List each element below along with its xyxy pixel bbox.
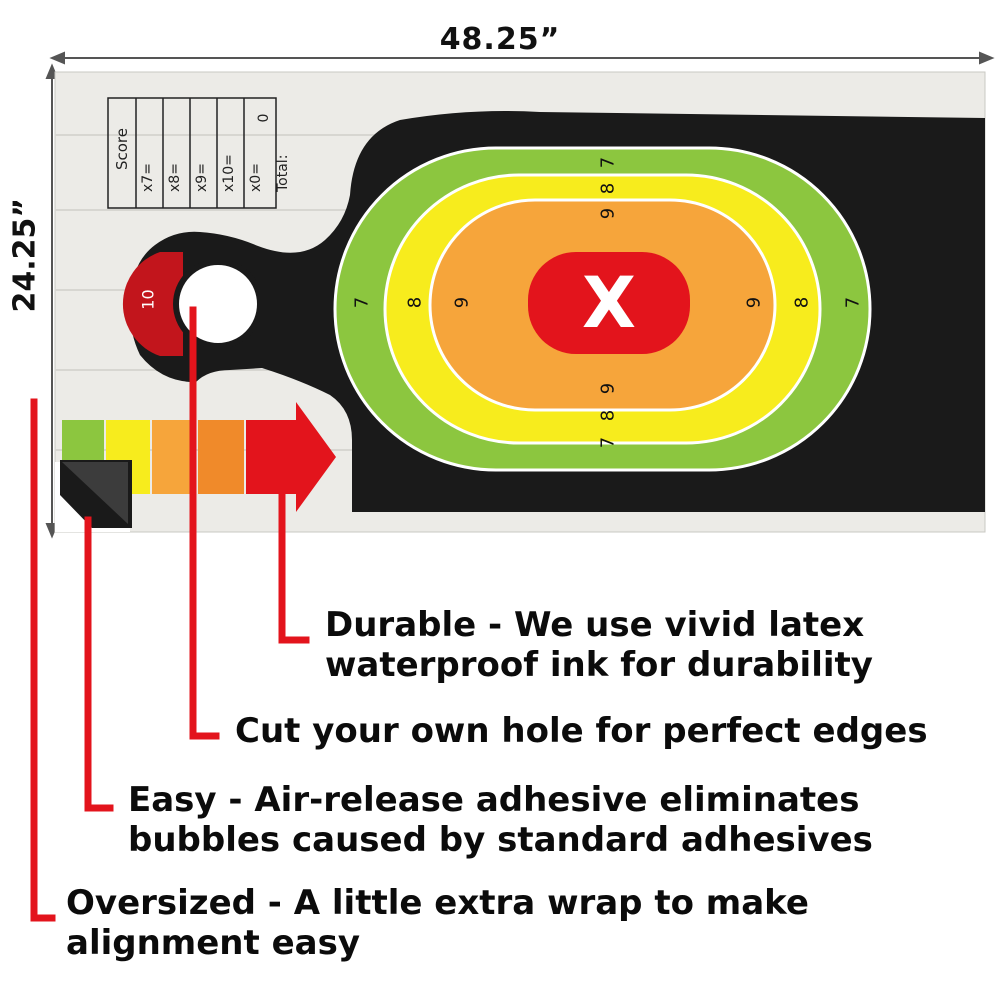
- callout-cut-hole-line1: Cut your own hole for perfect edges: [235, 711, 928, 751]
- callout-leader-lines: [30, 306, 310, 922]
- scorecard: Score x7= x8= x9= x10= x0= 0 Total:: [108, 98, 291, 208]
- callout-oversized: Oversized - A little extra wrap to make …: [66, 883, 986, 963]
- callout-durable-line1: Durable - We use vivid latex: [325, 605, 865, 645]
- callout-durable-line2: waterproof ink for durability: [325, 645, 873, 685]
- callout-oversized-line2: alignment easy: [66, 923, 360, 963]
- scorecard-row-x9: x9=: [194, 163, 210, 192]
- callout-easy-line2: bubbles caused by standard adhesives: [128, 820, 873, 860]
- center-x-mark: X: [582, 262, 636, 344]
- ring-label-7-right: 7: [842, 296, 864, 309]
- scorecard-grid: [107, 97, 277, 209]
- ring-label-9-left: 9: [451, 296, 473, 309]
- width-dimension-label: 48.25”: [439, 22, 561, 57]
- scorecard-row-x10: x10=: [221, 154, 237, 192]
- ring-label-7-left: 7: [351, 296, 373, 309]
- callout-oversized-line1: Oversized - A little extra wrap to make: [66, 883, 809, 923]
- hole-ring: [122, 252, 263, 356]
- peel-corner: [55, 460, 132, 532]
- ring-label-9-bottom: 9: [597, 382, 619, 395]
- scorecard-header: Score: [113, 128, 131, 171]
- callout-durable: Durable - We use vivid latex waterproof …: [325, 605, 985, 685]
- scorecard-row-total: Total:: [275, 154, 291, 192]
- ring-label-9-right: 9: [743, 296, 765, 309]
- ring-label-8-left: 8: [404, 296, 426, 309]
- scorecard-zero-value: 0: [256, 113, 272, 123]
- ring-label-7-bottom: 7: [597, 436, 619, 449]
- hole-value-10: 10: [138, 289, 158, 310]
- scorecard-row-x7: x7=: [140, 163, 156, 192]
- width-dimension-arrow: [49, 51, 995, 65]
- ring-label-7-top: 7: [597, 156, 619, 169]
- ring-label-8-right: 8: [791, 296, 813, 309]
- ring-label-9-top: 9: [597, 207, 619, 220]
- center-zone: [528, 252, 690, 354]
- ring-label-8-bottom: 8: [597, 409, 619, 422]
- callout-easy: Easy - Air-release adhesive eliminates b…: [128, 780, 988, 860]
- callout-cut-hole: Cut your own hole for perfect edges: [235, 711, 995, 751]
- cut-hole: [173, 259, 263, 349]
- ring-label-8-top: 8: [597, 182, 619, 195]
- callout-easy-line1: Easy - Air-release adhesive eliminates: [128, 780, 860, 820]
- scorecard-row-x8: x8=: [167, 163, 183, 192]
